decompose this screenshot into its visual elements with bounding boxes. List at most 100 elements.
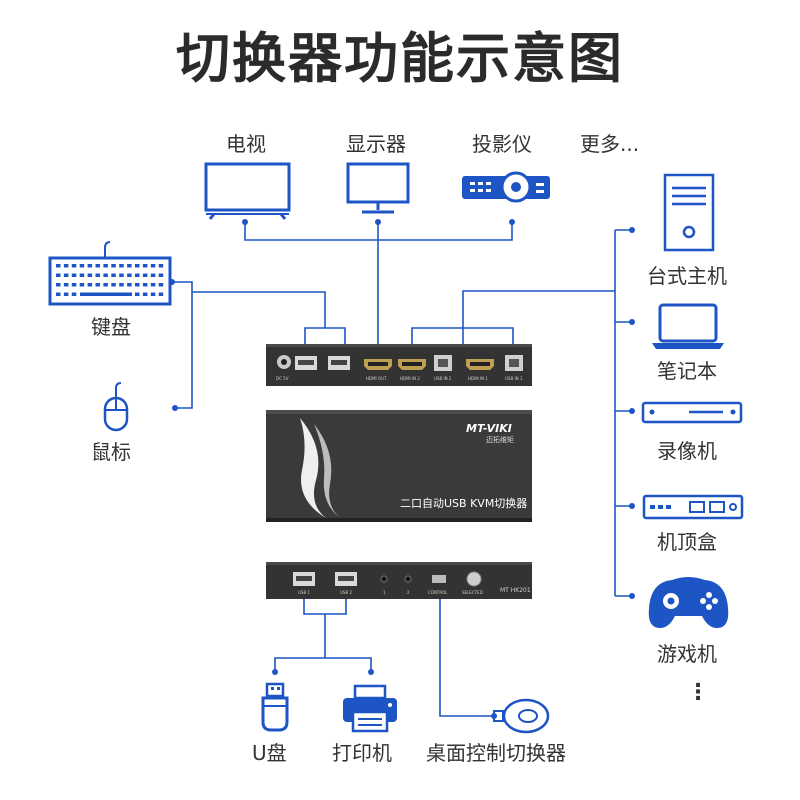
keyboard-key [87, 264, 93, 268]
keyboard-key [142, 273, 148, 277]
kvm-body: MT-VIKI 迈拓维矩 二口自动USB KVM切换器 [266, 410, 532, 522]
keyboard-key [142, 283, 148, 287]
back-label-usb-in2: USB IN 2 [434, 376, 452, 381]
line-kbd-to-usb [192, 291, 326, 347]
keyboard-key [71, 264, 77, 268]
hdmi-out-port [364, 359, 392, 370]
mouse-icon [103, 382, 129, 432]
keyboard-key [56, 264, 61, 268]
label-more-sources: ⋮ [687, 680, 709, 705]
hdmi-in2-port [398, 359, 426, 370]
back-label-hdmi-in1: HDMI IN 1 [468, 376, 488, 381]
keyboard-icon [48, 241, 172, 306]
keyboard-key [103, 264, 108, 268]
keyboard-key [71, 273, 77, 277]
line-front-trunk2 [325, 657, 372, 672]
keyboard-key [135, 283, 140, 287]
label-usb-drive: U盘 [252, 741, 287, 765]
kvm-back-panel: DC 5V HDMI OUT HDMI IN 2 USB IN 2 HDMI I… [266, 344, 532, 386]
keyboard-key [111, 264, 116, 268]
keyboard-key [56, 292, 61, 296]
line-sources-main [411, 327, 464, 347]
keyboard-key [79, 264, 85, 268]
keyboard-key [87, 283, 93, 287]
led-2 [404, 575, 412, 583]
brand-logo: MT-VIKI [466, 422, 512, 435]
keyboard-key [103, 283, 108, 287]
front-label-selected: SELECTED [462, 590, 483, 595]
front-label-usb1: USB 1 [298, 590, 310, 595]
front-label-usb2: USB 2 [340, 590, 352, 595]
keyboard-key [158, 273, 164, 277]
keyboard-key [63, 264, 69, 268]
diagram-title: 切换器功能示意图 [176, 27, 624, 90]
desktop-pc-icon [663, 173, 715, 252]
keyboard-key [127, 283, 132, 287]
label-monitor: 显示器 [346, 132, 406, 156]
keyboard-key [87, 273, 93, 277]
front-usb-1 [293, 572, 315, 586]
line-keyboard [172, 281, 193, 409]
label-projector: 投影仪 [472, 132, 532, 156]
printer-icon [343, 684, 397, 733]
back-label-hdmi-in2: HDMI IN 2 [400, 376, 420, 381]
control-port [432, 575, 446, 583]
label-desktop-switch: 桌面控制切换器 [426, 741, 566, 765]
keyboard-key [158, 264, 164, 268]
keyboard-key [135, 292, 140, 296]
label-game-console: 游戏机 [657, 642, 717, 666]
label-tv: 电视 [226, 132, 266, 156]
line-control [439, 597, 494, 717]
kvm-front-panel: USB 1 USB 2 1 2 CONTROL SELECTED MT HK20… [266, 562, 532, 599]
projector-icon [462, 171, 550, 203]
keyboard-spacebar [80, 292, 132, 296]
keyboard-key [63, 283, 69, 287]
usb-b-in1-port [505, 355, 523, 371]
keyboard-key [158, 292, 164, 296]
model-number: MT HK201 [500, 587, 531, 594]
line-kbd-to-usb2 [325, 327, 346, 347]
keyboard-key [150, 273, 156, 277]
line-sources-main2 [463, 327, 514, 347]
product-name: 二口自动USB KVM切换器 [400, 496, 527, 510]
keyboard-key [119, 264, 124, 268]
hdmi-in1-port [466, 359, 494, 370]
label-keyboard: 键盘 [91, 315, 131, 339]
label-printer: 打印机 [332, 741, 392, 765]
led-1 [380, 575, 388, 583]
front-usb-2 [335, 572, 357, 586]
keyboard-key [95, 273, 100, 277]
keyboard-key [150, 283, 156, 287]
tv-icon [204, 162, 291, 220]
laptop-icon [652, 303, 724, 349]
label-desktop: 台式主机 [647, 264, 727, 288]
keyboard-key [127, 264, 132, 268]
front-label-led2: 2 [407, 590, 410, 595]
desktop-switch-icon [493, 698, 550, 734]
usb-b-in2-port [434, 355, 452, 371]
front-label-led1: 1 [383, 590, 386, 595]
wave-logo [300, 418, 340, 518]
back-label-usb-in1: USB IN 1 [505, 376, 523, 381]
keyboard-key [135, 264, 140, 268]
keyboard-key [135, 273, 140, 277]
label-settop: 机顶盒 [657, 530, 717, 554]
keyboard-key [95, 264, 100, 268]
monitor-icon [346, 162, 410, 214]
keyboard-key [119, 273, 124, 277]
usb-port-2 [328, 356, 350, 370]
keyboard-key [150, 292, 156, 296]
selected-button [466, 571, 482, 587]
video-recorder-icon [641, 401, 743, 424]
keyboard-key [79, 283, 85, 287]
front-label-control: CONTROL [428, 590, 448, 595]
keyboard-key [158, 283, 164, 287]
connection-dots [169, 219, 635, 719]
keyboard-key [142, 264, 148, 268]
label-recorder: 录像机 [657, 439, 717, 463]
label-mouse: 鼠标 [91, 440, 131, 464]
keyboard-key [71, 292, 77, 296]
back-label-dc: DC 5V [276, 376, 289, 381]
label-laptop: 笔记本 [657, 359, 717, 383]
